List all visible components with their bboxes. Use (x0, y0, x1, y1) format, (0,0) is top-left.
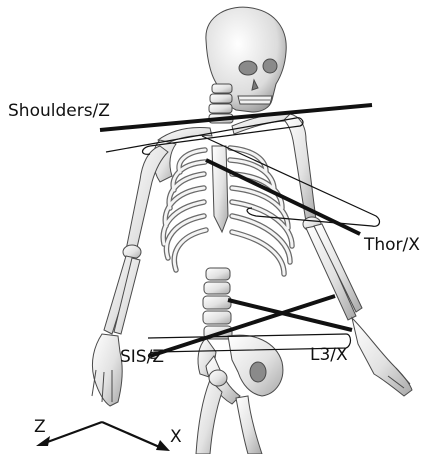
label-shoulders-z: Shoulders/Z (8, 101, 110, 121)
z-axis-arrow (42, 422, 102, 444)
left-arm (284, 114, 412, 396)
coordinate-axes (36, 422, 170, 451)
right-arm (92, 146, 168, 406)
skeleton-illustration (92, 7, 412, 454)
label-lumbar-x: L3/X (310, 345, 348, 365)
label-axis-x: X (170, 427, 182, 447)
label-pelvis-z: SIS/Z (120, 347, 164, 367)
x-axis-arrow (102, 422, 164, 449)
z-arrowhead (36, 436, 50, 446)
label-axis-z: Z (34, 417, 46, 437)
sternum (212, 146, 228, 232)
label-thorax-x: Thor/X (363, 235, 420, 255)
x-arrowhead (156, 440, 170, 451)
lumbar-spine (203, 268, 232, 339)
